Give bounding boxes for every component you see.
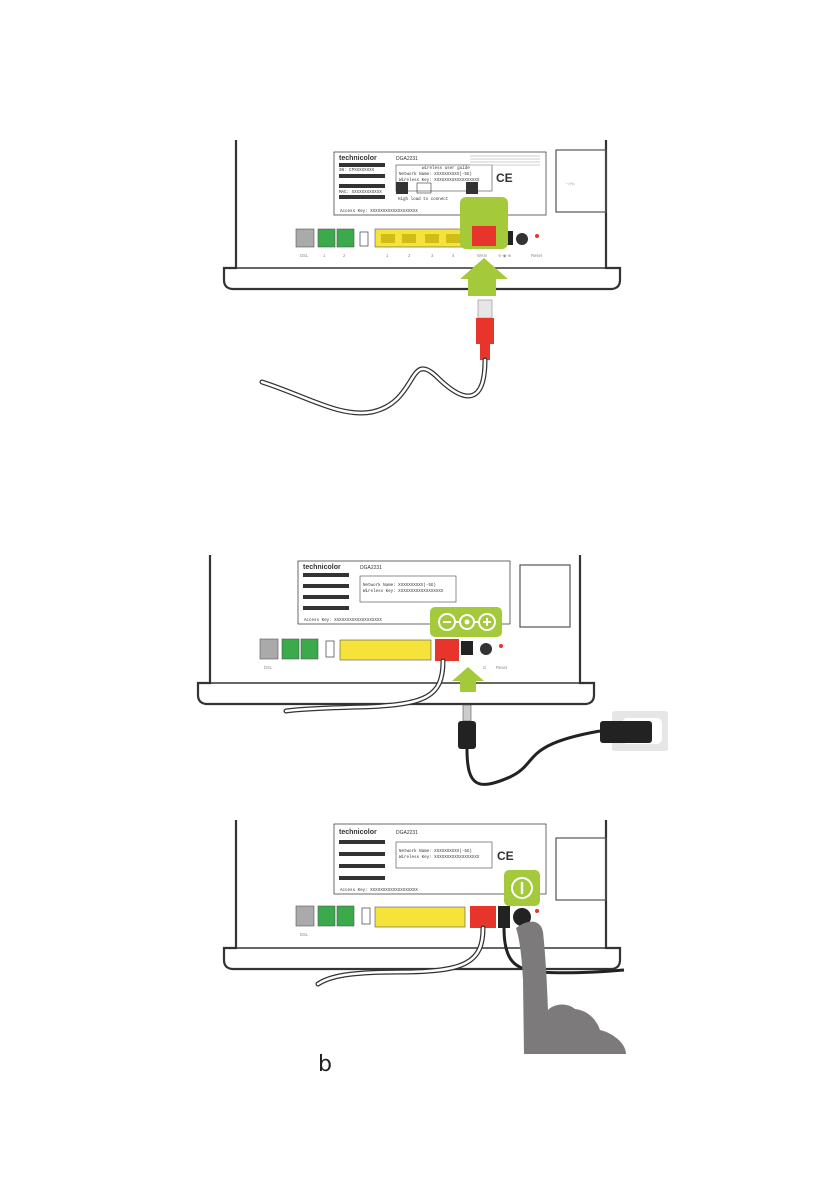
- label-hint: High load to connect: [398, 197, 449, 202]
- port-label-reset: Reset: [531, 253, 543, 258]
- product-label: technicolor DGA2231 Network Name: XXXXXX…: [333, 823, 547, 895]
- label-header: wireless user guide: [422, 166, 470, 171]
- phone-port-1: [317, 905, 336, 927]
- usb-port: [325, 640, 335, 658]
- power-highlight: [430, 607, 502, 637]
- page-marker: b: [318, 1052, 332, 1077]
- onoff-diagram: technicolor DGA2231 Network Name: XXXXXX…: [222, 820, 626, 1054]
- label-network-name: Network Name: XXXXXXXXXX(-5G): [399, 172, 472, 177]
- port-label-dsl: DSL: [300, 253, 309, 258]
- dsl-port: [295, 228, 315, 248]
- ce-mark: CE: [497, 849, 514, 863]
- wan-port-plugged: [470, 906, 496, 928]
- insert-arrow-icon: [452, 667, 484, 692]
- label-model: DGA2231: [396, 830, 418, 836]
- finger-pressing-icon: [516, 921, 626, 1054]
- wall-socket: [600, 711, 668, 751]
- label-network-name: Network Name: XXXXXXXXXX(-5G): [363, 583, 436, 588]
- port-label-phone2: 2: [343, 253, 346, 258]
- port-label-phone1: 1: [323, 253, 326, 258]
- reset-button: [499, 644, 503, 648]
- phone-port-2: [300, 638, 319, 660]
- label-access-key: Access Key: XXXXXXXXXXXXXXXXXXX: [340, 210, 418, 214]
- onoff-highlight: [504, 870, 540, 926]
- onoff-button: [480, 643, 492, 655]
- power-port-plugged: [498, 906, 510, 928]
- phone-port-1: [281, 638, 300, 660]
- label-brand: technicolor: [339, 829, 377, 836]
- label-wireless-key: Wireless Key: XXXXXXXXXXXXXXXXXX: [363, 589, 444, 594]
- port-label-lan1: 1: [386, 253, 389, 258]
- insert-arrow-icon: [460, 258, 508, 296]
- port-label-lan3: 3: [431, 253, 434, 258]
- router: -◁-▷: [222, 140, 622, 291]
- onoff-button-highlighted: [513, 908, 531, 926]
- label-access-key: Access Key: XXXXXXXXXXXXXXXXXXX: [304, 619, 382, 623]
- reset-button: [535, 234, 539, 238]
- label-access-key: Access Key: XXXXXXXXXXXXXXXXXXX: [340, 889, 418, 893]
- phone-port-1: [317, 228, 336, 248]
- power-port: [461, 641, 473, 655]
- usb-side-icon: -◁-▷: [566, 181, 576, 186]
- port-label-onoff: ⏻: [483, 665, 487, 670]
- dsl-port: [295, 905, 315, 927]
- wan-diagram: -◁-▷ technicolor DGA2231 wireless user g…: [222, 140, 622, 416]
- dsl-port: [259, 638, 279, 660]
- label-brand: technicolor: [339, 155, 377, 162]
- port-row: DSL ⏻ Reset: [259, 638, 508, 670]
- phone-port-2: [336, 905, 355, 927]
- usb-port: [361, 907, 371, 925]
- power-diagram: technicolor DGA2231 Network Name: XXXXXX…: [196, 555, 668, 786]
- label-sn: SN: CPXXXXXXXX: [339, 169, 375, 173]
- port-label-reset: Reset: [496, 665, 508, 670]
- port-label-dsl: DSL: [300, 932, 309, 937]
- ethernet-cable: [259, 357, 488, 416]
- product-label: technicolor DGA2231 wireless user guide …: [333, 151, 547, 216]
- step-connect-power: technicolor DGA2231 Network Name: XXXXXX…: [0, 555, 840, 795]
- power-adapter: [600, 721, 652, 743]
- power-cable: [465, 729, 601, 786]
- label-mac: MAC: XXXXXXXXXXXX: [339, 191, 382, 195]
- ce-mark: CE: [496, 171, 513, 185]
- port-label-power: ⊖-◉-⊕: [498, 253, 511, 258]
- step-connect-wan: -◁-▷ technicolor DGA2231 wireless user g…: [0, 140, 840, 430]
- label-wireless-key: Wireless Key: XXXXXXXXXXXXXXXXXX: [399, 855, 480, 860]
- port-label-wan: WAN: [477, 253, 487, 258]
- qr-code: [396, 182, 408, 194]
- port-label-lan4: 4: [452, 253, 455, 258]
- port-row: DSL 1 2 1 2 3 4 WAN ⊖-◉-⊕ Reset: [295, 228, 543, 258]
- ethernet-plug: [476, 299, 494, 360]
- label-model: DGA2231: [396, 156, 418, 162]
- port-label-lan2: 2: [408, 253, 411, 258]
- label-model: DGA2231: [360, 565, 382, 571]
- port-label-dsl: DSL: [264, 665, 273, 670]
- lan-ports: [374, 906, 466, 928]
- wan-port-highlighted: [472, 226, 496, 246]
- phone-port-2: [336, 228, 355, 248]
- port-row: DSL: [295, 905, 539, 937]
- usb-port: [359, 231, 369, 247]
- power-plug: [458, 704, 476, 749]
- label-network-name: Network Name: XXXXXXXXXX(-5G): [399, 849, 472, 854]
- onoff-button: [516, 233, 528, 245]
- step-press-power: technicolor DGA2231 Network Name: XXXXXX…: [0, 820, 840, 1056]
- barcodes: [339, 163, 385, 199]
- lan-ports: [339, 639, 432, 661]
- label-brand: technicolor: [303, 564, 341, 571]
- wan-port-plugged: [435, 639, 459, 661]
- label-wireless-key: Wireless Key: XXXXXXXXXXXXXXXXXX: [399, 178, 480, 183]
- reset-button: [535, 909, 539, 913]
